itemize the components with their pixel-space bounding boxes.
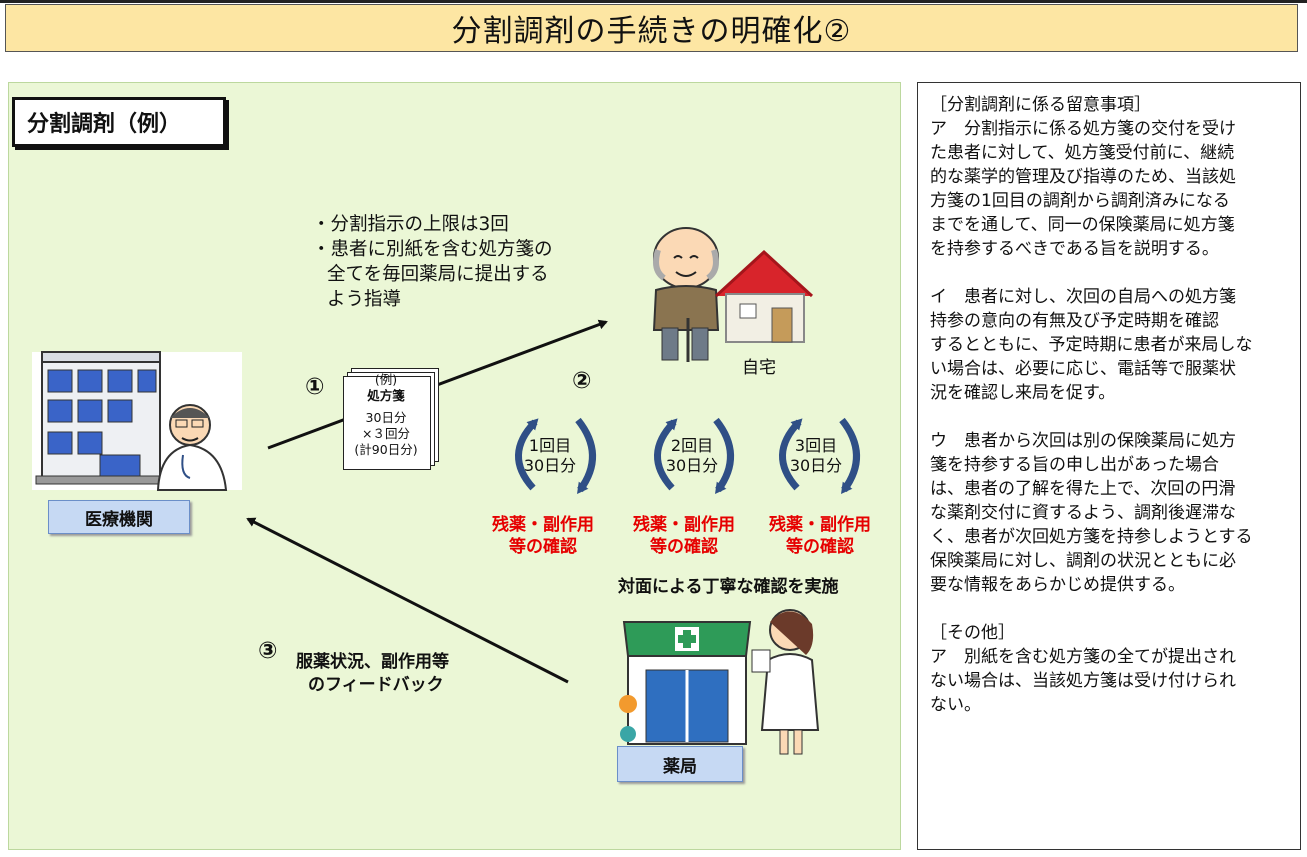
visit-days: 30日分 <box>665 456 719 475</box>
note-line: た患者に対して、処方箋受付前に、継続 <box>930 143 1235 163</box>
note-line: い場合は、必要に応じ、電話等で服薬状 <box>930 359 1236 379</box>
note-line: を持参するべきである旨を説明する。 <box>930 239 1219 259</box>
note-line: イ 患者に対し、次回の自局への処方箋 <box>930 287 1236 307</box>
example-label: 分割調剤（例） <box>12 97 226 147</box>
house-icon <box>714 249 814 343</box>
check-note-1: 残薬・副作用 等の確認 <box>473 514 613 558</box>
visit-count: 2回目 <box>670 436 714 455</box>
pharmacist-icon <box>751 609 820 755</box>
note-line: 方箋の1回目の調剤から調剤済みになる <box>930 191 1230 211</box>
feedback-line: のフィードバック <box>308 675 444 695</box>
visit-days: 30日分 <box>523 456 577 475</box>
check-line: 等の確認 <box>650 537 718 557</box>
feedback-line: 服薬状況、副作用等 <box>296 652 449 672</box>
bullet-item: よう指導 <box>327 289 402 310</box>
rx-line: (例) <box>374 372 398 387</box>
note-line: するとともに、予定時期に患者が来局しな <box>930 335 1253 355</box>
cycle-arrow-icon <box>654 417 734 495</box>
note-line: ア 分割指示に係る処方箋の交付を受け <box>930 119 1236 139</box>
face-to-face-note: 対面による丁寧な確認を実施 <box>618 577 839 597</box>
note-line: く、患者が次回処方箋を持参しようとする <box>930 527 1253 547</box>
pharmacy-label: 薬局 <box>617 746 743 782</box>
check-line: 等の確認 <box>509 537 577 557</box>
check-line: 残薬・副作用 <box>769 515 871 535</box>
home-label: 自宅 <box>742 358 776 378</box>
check-line: 残薬・副作用 <box>492 515 594 535</box>
pharmacy-icon <box>619 621 752 745</box>
note-line: 箋を持参する旨の申し出があった場合 <box>930 455 1219 475</box>
note-line: ア 別紙を含む処方箋の全てが提出され <box>930 647 1236 667</box>
note-line: 持参の意向の有無及び予定時期を確認 <box>930 311 1219 331</box>
rx-line: 30日分 <box>365 410 407 425</box>
note-line: 保険薬局に対し、調剤の状況とともに必 <box>930 551 1236 571</box>
bullet-item: ・患者に別紙を含む処方箋の <box>312 239 553 260</box>
doctor-icon <box>156 404 228 491</box>
step-two: ② <box>572 368 592 394</box>
step-one: ① <box>305 374 325 400</box>
check-note-2: 残薬・副作用 等の確認 <box>614 514 754 558</box>
note-line: 的な薬学的管理及び指導のため、当該処 <box>930 167 1236 187</box>
prescription-stack-icon <box>343 368 439 470</box>
notes-heading: ［その他］ <box>930 623 1015 643</box>
step-three: ③ <box>258 638 278 664</box>
hospital-label: 医療機関 <box>48 500 190 534</box>
top-border <box>0 0 1307 3</box>
cycle-arrow-icon <box>515 417 596 495</box>
prescription-text: (例) 処方箋 30日分 ×３回分 (計90日分) <box>343 372 429 458</box>
note-line: 況を確認し来局を促す。 <box>930 383 1116 403</box>
note-line: は、患者の了解を得た上で、次回の円滑 <box>930 479 1236 499</box>
visit-days: 30日分 <box>789 456 843 475</box>
feedback-text: 服薬状況、副作用等 のフィードバック <box>296 651 449 697</box>
check-note-3: 残薬・副作用 等の確認 <box>750 514 890 558</box>
check-line: 残薬・副作用 <box>633 515 735 535</box>
note-line: 要な情報をあらかじめ提供する。 <box>930 575 1185 595</box>
notes-panel: ［分割調剤に係る留意事項］ ア 分割指示に係る処方箋の交付を受け た患者に対して… <box>917 82 1301 850</box>
notes-heading: ［分割調剤に係る留意事項］ <box>930 95 1151 115</box>
elderly-patient-icon <box>652 227 720 362</box>
visit-1: 1回目 30日分 <box>520 436 580 476</box>
example-panel <box>8 82 901 850</box>
rx-line: 処方箋 <box>367 388 405 403</box>
cycle-arrow-icon <box>779 417 860 495</box>
note-line: ない。 <box>930 695 981 715</box>
bullet-item: 全てを毎回薬局に提出する <box>327 264 549 285</box>
note-line: ない場合は、当該処方箋は受け付けられ <box>930 671 1236 691</box>
bullet-item: ・分割指示の上限は3回 <box>312 214 509 235</box>
note-line: までを通して、同一の保険薬局に処方箋 <box>930 215 1235 235</box>
visit-2: 2回目 30日分 <box>662 436 722 476</box>
arrow-feedback <box>246 517 569 684</box>
title-banner: 分割調剤の手続きの明確化② <box>5 4 1298 52</box>
visit-count: 3回目 <box>794 436 838 455</box>
rx-line: (計90日分) <box>354 442 418 457</box>
visit-count: 1回目 <box>528 436 572 455</box>
check-line: 等の確認 <box>786 537 854 557</box>
rx-line: ×３回分 <box>362 426 410 441</box>
note-line: な薬剤交付に資するよう、調剤後遅滞な <box>930 503 1236 523</box>
note-line: ウ 患者から次回は別の保険薬局に処方 <box>930 431 1236 451</box>
instruction-bullets: ・分割指示の上限は3回 ・患者に別紙を含む処方箋の 全てを毎回薬局に提出する よ… <box>312 212 553 312</box>
visit-3: 3回目 30日分 <box>786 436 846 476</box>
page-title: 分割調剤の手続きの明確化② <box>451 14 852 49</box>
